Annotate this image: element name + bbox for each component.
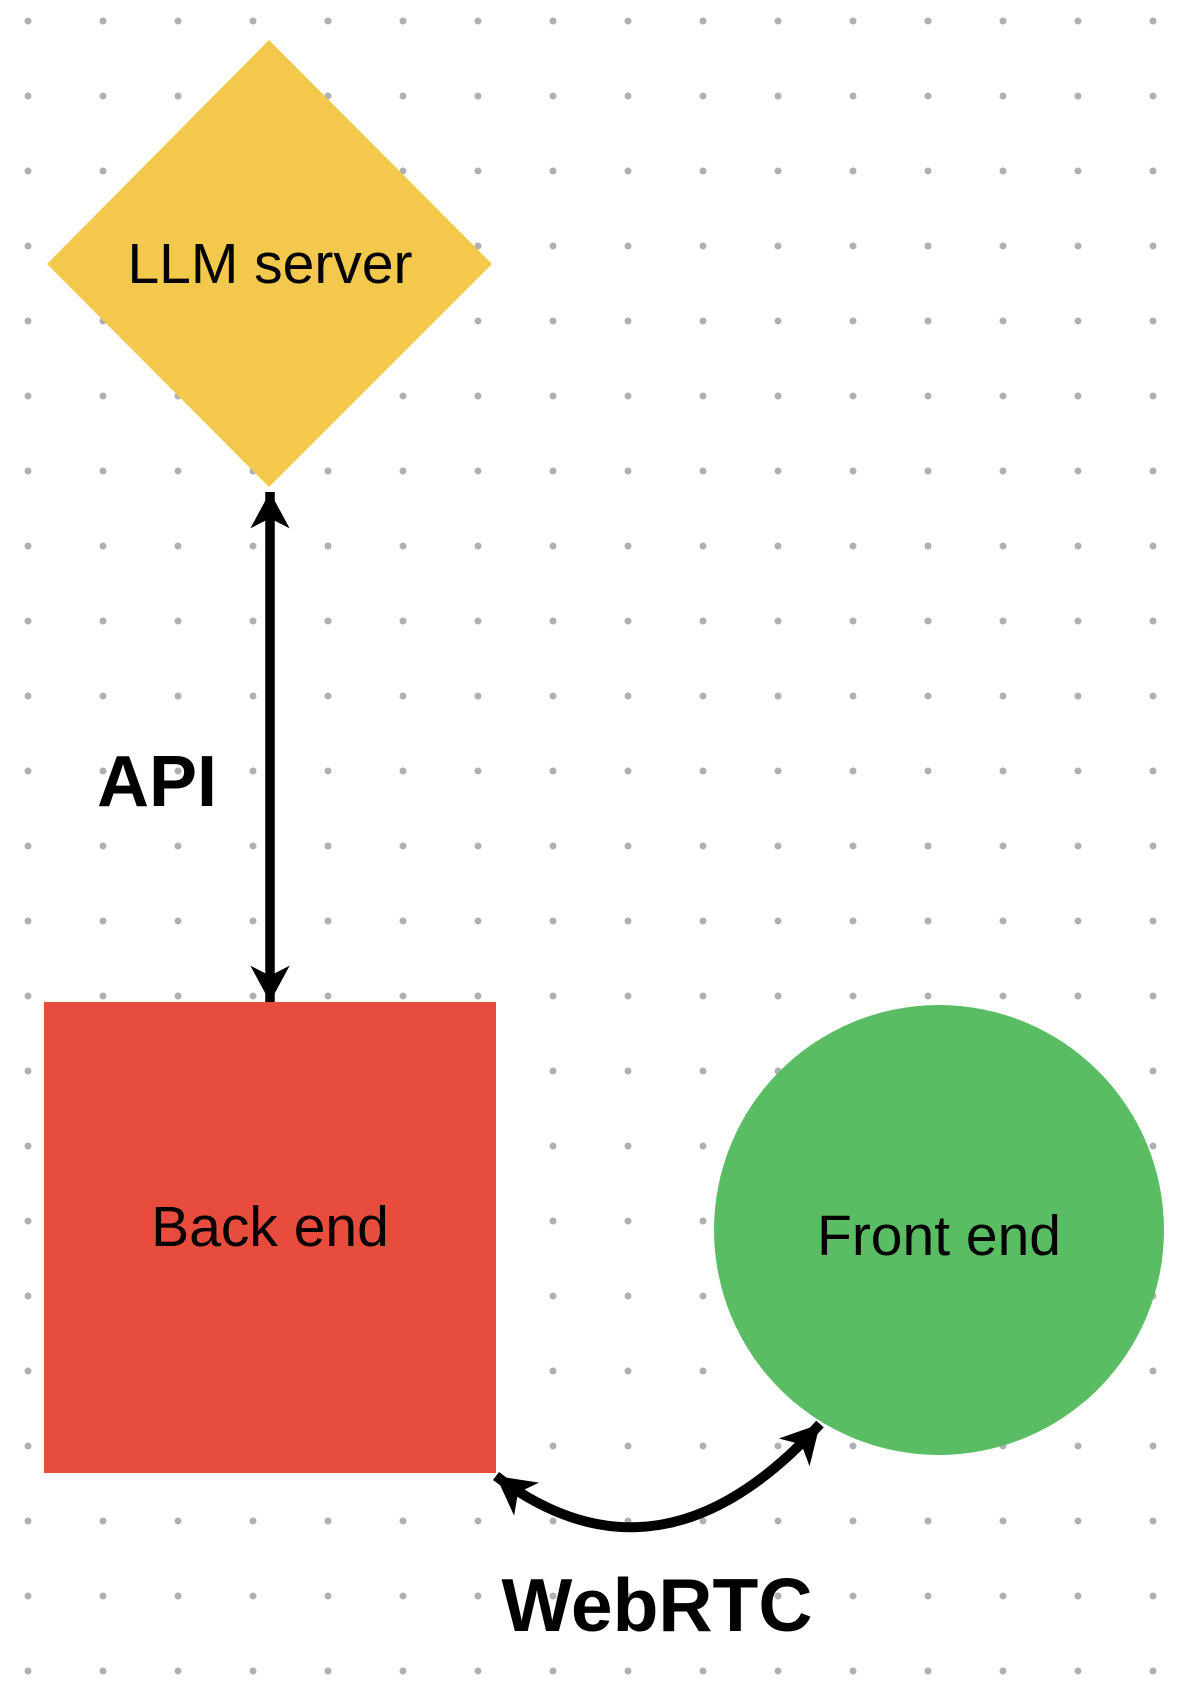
node-back-end: Back end <box>44 1002 496 1473</box>
front-end-circle[interactable] <box>714 1005 1164 1455</box>
back-end-square[interactable] <box>44 1002 496 1473</box>
node-llm-server: LLM server <box>47 40 492 487</box>
llm-server-label: LLM server <box>127 232 412 296</box>
connector-webrtc: WebRTC <box>492 1420 824 1647</box>
front-end-label: Front end <box>817 1204 1061 1268</box>
llm-server-diamond[interactable] <box>47 40 492 487</box>
api-label: API <box>97 742 217 822</box>
webrtc-label: WebRTC <box>501 1563 812 1647</box>
node-front-end: Front end <box>714 1005 1164 1455</box>
webrtc-arrow[interactable] <box>492 1420 824 1533</box>
connector-api: API <box>97 492 290 1002</box>
back-end-label: Back end <box>151 1195 389 1259</box>
